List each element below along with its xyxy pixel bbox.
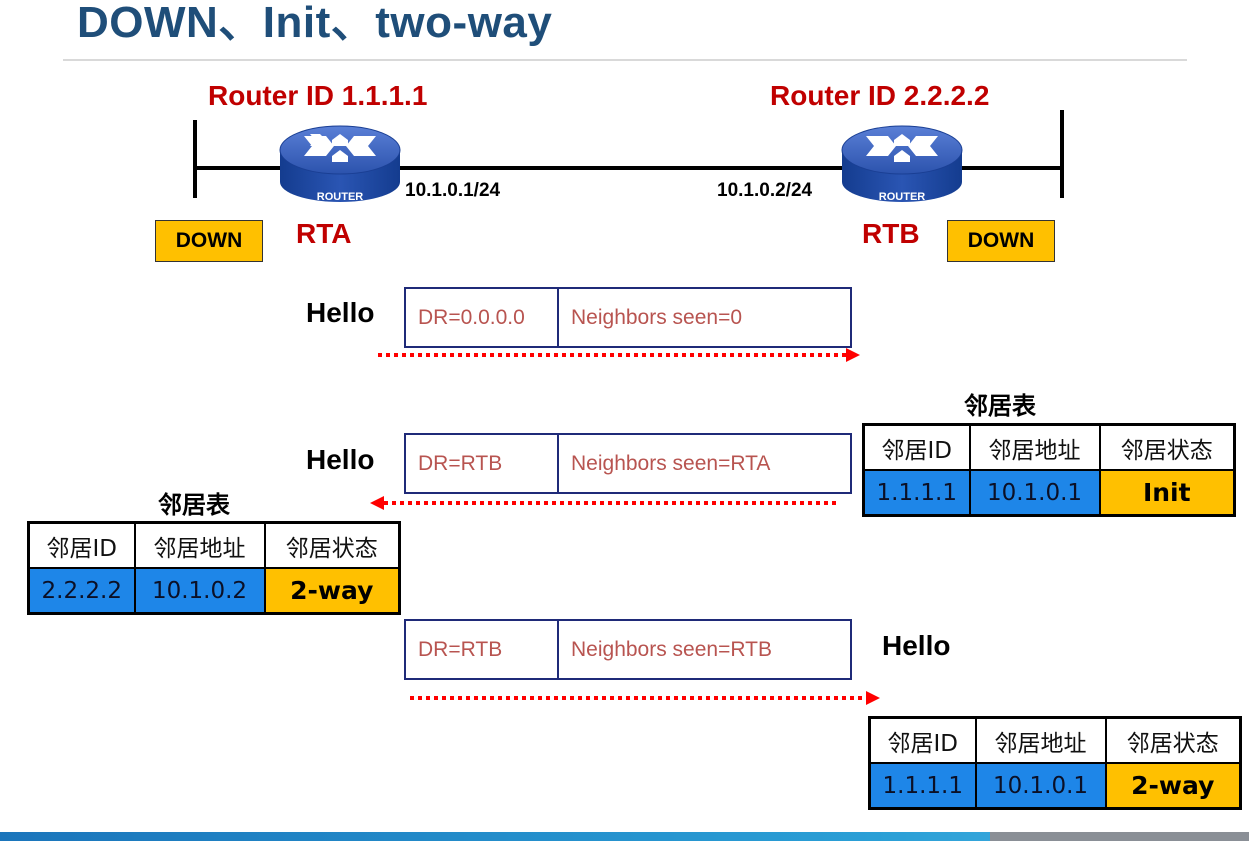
packet-neighbors-field: Neighbors seen=RTA	[571, 451, 771, 475]
table-row: 1.1.1.1 10.1.0.1 2-way	[868, 762, 1242, 810]
header-neighbor-state: 邻居状态	[263, 521, 401, 569]
rtb-neighbor-table-label: 邻居表	[964, 392, 1036, 420]
footer-accent	[990, 832, 1249, 841]
cell-neighbor-state: 2-way	[263, 567, 401, 615]
cell-neighbor-id: 1.1.1.1	[862, 469, 971, 517]
header-neighbor-address: 邻居地址	[968, 423, 1101, 471]
table-row: 1.1.1.1 10.1.0.1 Init	[862, 469, 1236, 517]
rtb-neighbor-table-updated: 邻居ID 邻居地址 邻居状态 1.1.1.1 10.1.0.1 2-way	[868, 716, 1242, 810]
header-neighbor-id: 邻居ID	[862, 423, 971, 471]
header-neighbor-address: 邻居地址	[974, 716, 1107, 764]
hello-arrow-3	[410, 691, 880, 705]
rta-neighbor-table: 邻居ID 邻居地址 邻居状态 2.2.2.2 10.1.0.2 2-way	[27, 521, 401, 615]
rtb-state-badge: DOWN	[947, 220, 1055, 262]
rtb-neighbor-table: 邻居ID 邻居地址 邻居状态 1.1.1.1 10.1.0.1 Init	[862, 423, 1236, 517]
header-neighbor-id: 邻居ID	[868, 716, 977, 764]
rta-router-id: Router ID 1.1.1.1	[208, 80, 428, 111]
packet-dr-field: DR=0.0.0.0	[406, 289, 559, 346]
rta-state-badge: DOWN	[155, 220, 263, 262]
router-icon: ROUTER	[841, 125, 963, 203]
cell-neighbor-id: 2.2.2.2	[27, 567, 136, 615]
cell-neighbor-state: Init	[1098, 469, 1236, 517]
rtb-name: RTB	[862, 218, 920, 249]
header-neighbor-state: 邻居状态	[1104, 716, 1242, 764]
table-row: 2.2.2.2 10.1.0.2 2-way	[27, 567, 401, 615]
router-icon: ROUTER	[279, 125, 401, 203]
hello-arrow-2	[370, 496, 840, 510]
header-neighbor-state: 邻居状态	[1098, 423, 1236, 471]
hello-label-1: Hello	[306, 297, 375, 328]
hello-packet-3: DR=RTB Neighbors seen=RTB	[404, 619, 852, 680]
hello-label-3: Hello	[882, 630, 951, 661]
router-icon-label: ROUTER	[317, 191, 364, 203]
rtb-router-id: Router ID 2.2.2.2	[770, 80, 990, 111]
packet-neighbors-field: Neighbors seen=RTB	[571, 637, 772, 661]
table-header-row: 邻居ID 邻居地址 邻居状态	[868, 716, 1242, 764]
table-header-row: 邻居ID 邻居地址 邻居状态	[27, 521, 401, 569]
packet-dr-field: DR=RTB	[406, 435, 559, 492]
hello-packet-2: DR=RTB Neighbors seen=RTA	[404, 433, 852, 494]
cell-neighbor-address: 10.1.0.1	[974, 762, 1107, 810]
packet-neighbors-field: Neighbors seen=0	[571, 305, 743, 329]
cell-neighbor-address: 10.1.0.1	[968, 469, 1101, 517]
rtb-interface-ip: 10.1.0.2/24	[717, 180, 813, 201]
page-title: DOWN、Init、two-way	[77, 0, 553, 47]
hello-label-2: Hello	[306, 444, 375, 475]
hello-packet-1: DR=0.0.0.0 Neighbors seen=0	[404, 287, 852, 348]
header-neighbor-address: 邻居地址	[133, 521, 266, 569]
rta-name: RTA	[296, 218, 352, 249]
packet-dr-field: DR=RTB	[406, 621, 559, 678]
footer-bar	[0, 832, 1249, 841]
rta-neighbor-table-label: 邻居表	[158, 491, 230, 519]
hello-arrow-1	[378, 348, 860, 362]
cell-neighbor-id: 1.1.1.1	[868, 762, 977, 810]
router-icon-label: ROUTER	[879, 191, 926, 203]
rta-interface-ip: 10.1.0.1/24	[405, 180, 501, 201]
cell-neighbor-state: 2-way	[1104, 762, 1242, 810]
header-neighbor-id: 邻居ID	[27, 521, 136, 569]
cell-neighbor-address: 10.1.0.2	[133, 567, 266, 615]
table-header-row: 邻居ID 邻居地址 邻居状态	[862, 423, 1236, 471]
